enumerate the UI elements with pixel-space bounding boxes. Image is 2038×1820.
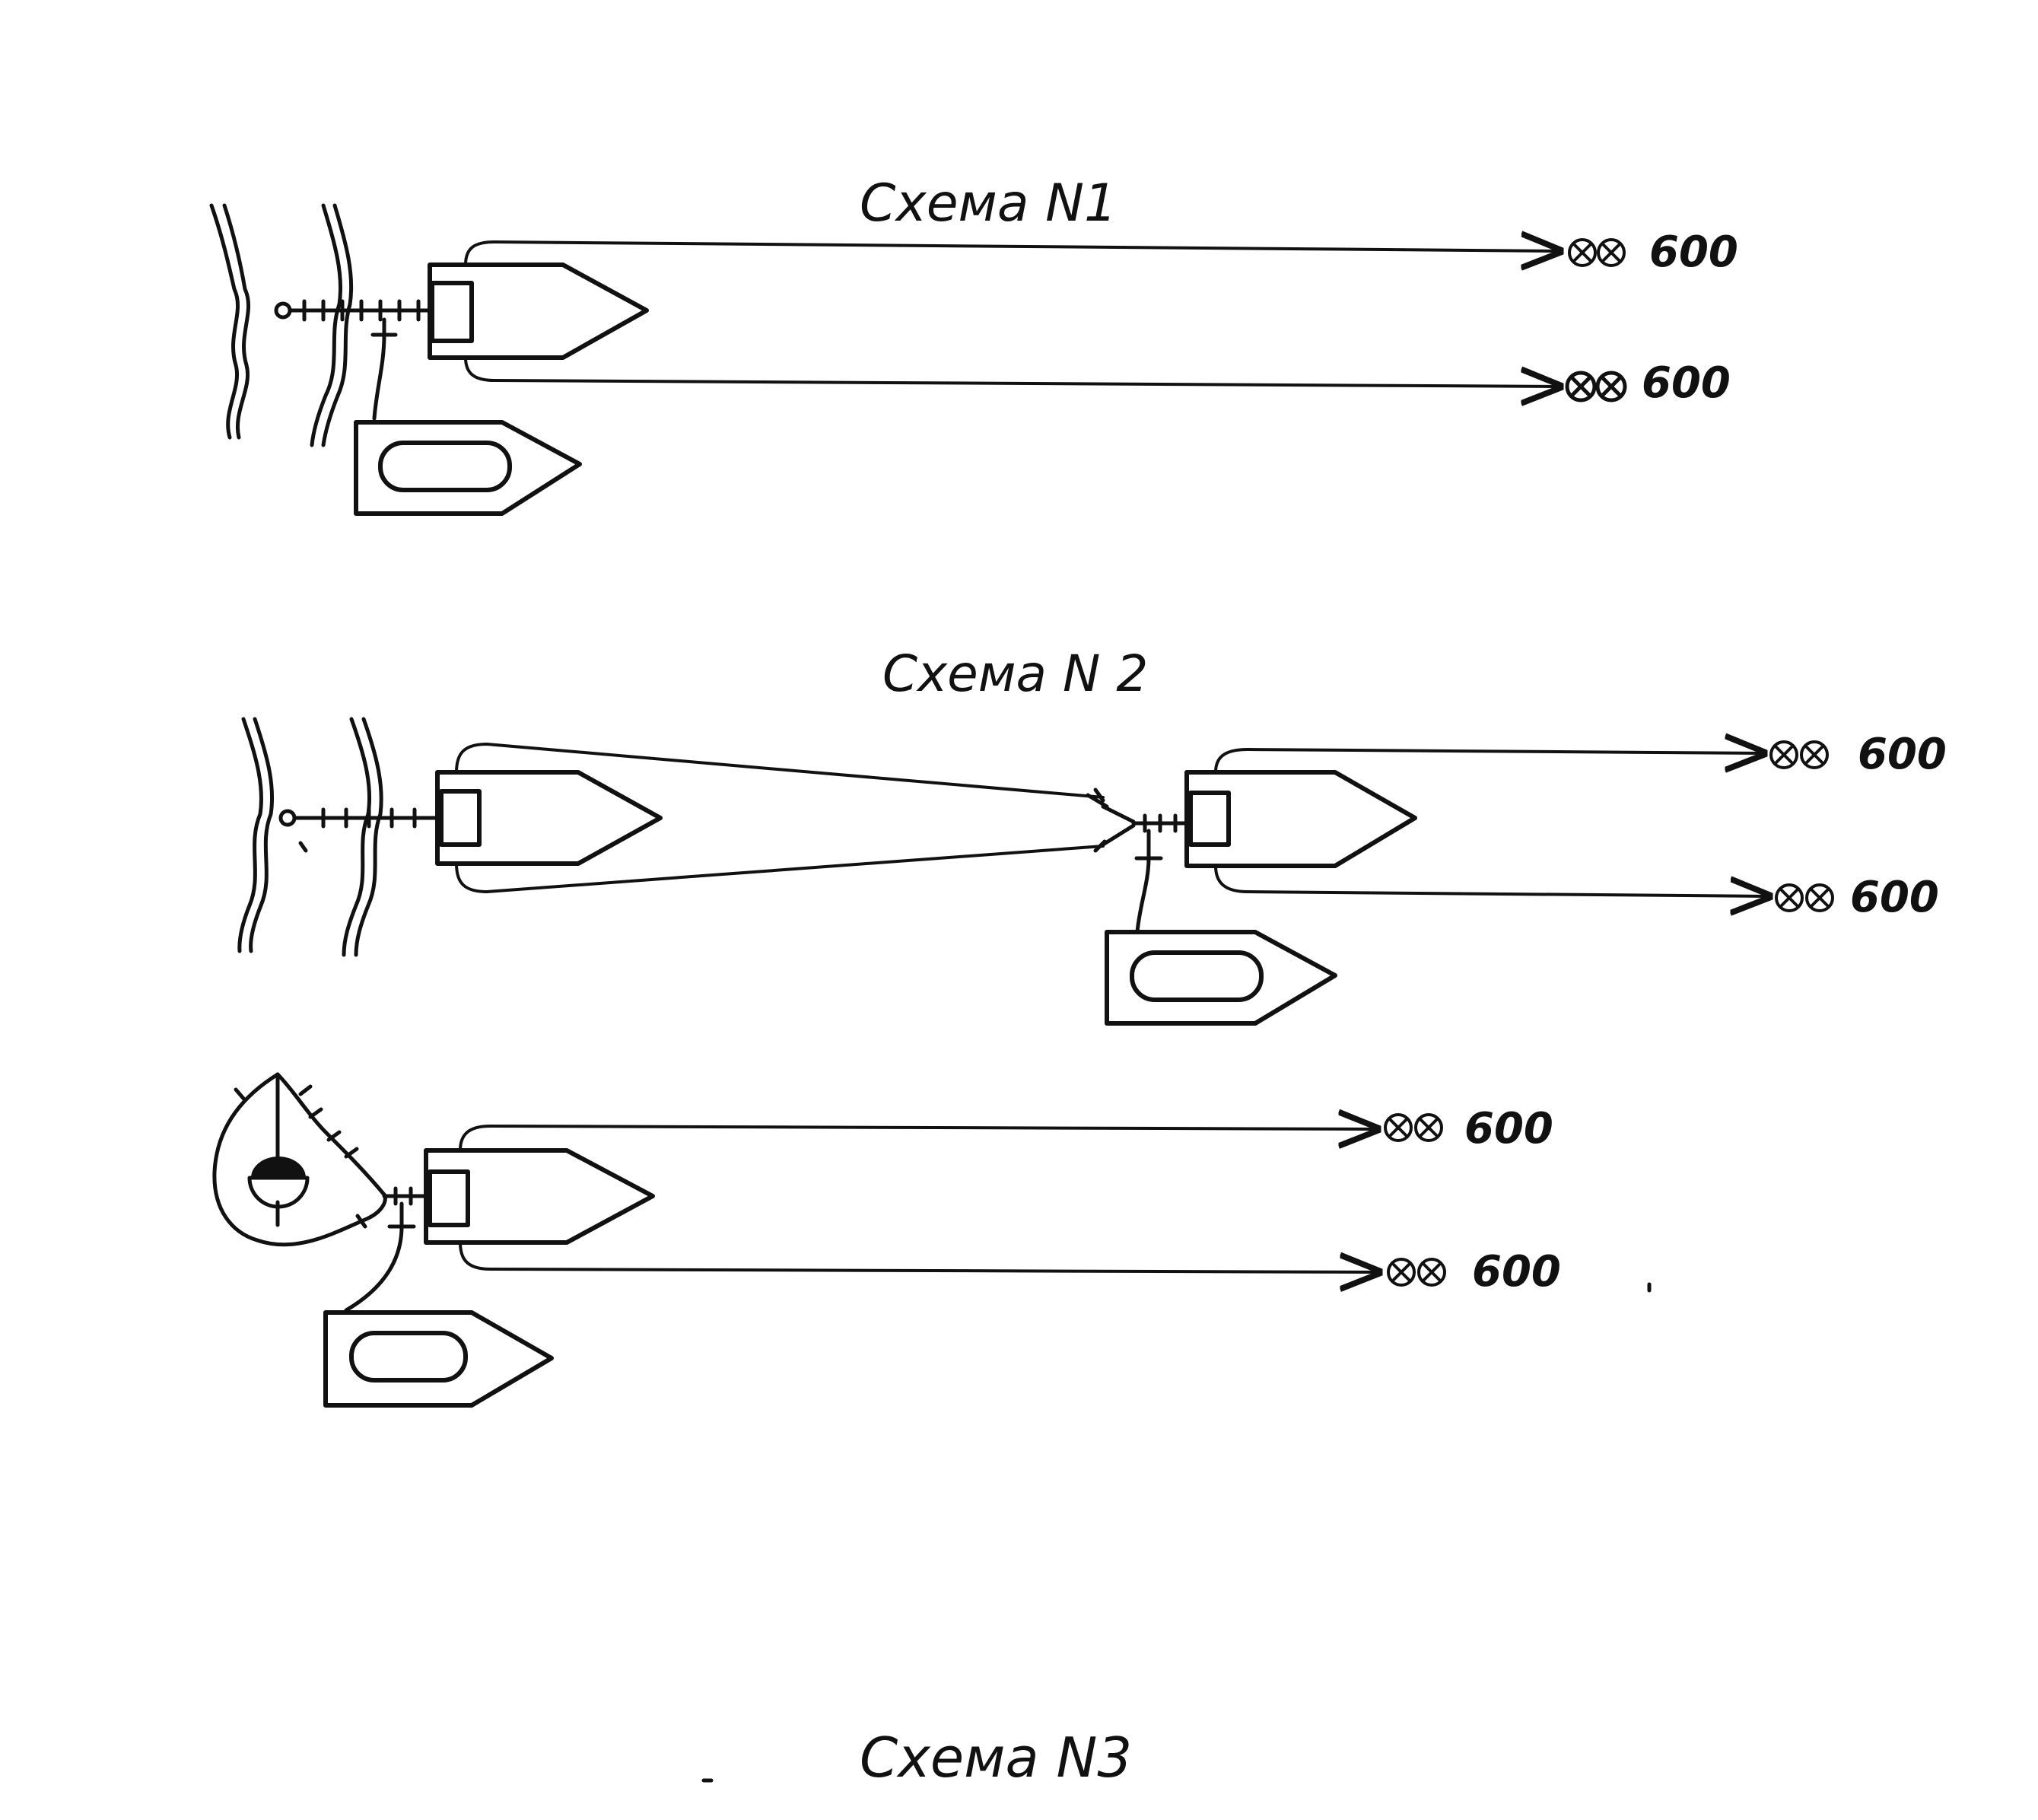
- scheme-3: 600 600 Схема N3: [212, 1072, 1652, 1790]
- scheme-2: Схема N 2: [237, 644, 1947, 1026]
- scheme-1-range-line-top: [464, 242, 1559, 265]
- scheme-2-title: Схема N 2: [882, 644, 1148, 703]
- scheme-3-range-line-top: [459, 1126, 1377, 1152]
- scheme-2-relay-line-top: [455, 743, 1105, 799]
- scheme-1-small-boat: [354, 420, 582, 516]
- scheme-2-target-lights-top: [1769, 740, 1829, 769]
- scheme-2-target-lights-bottom: [1775, 883, 1834, 912]
- scheme-1-range-top: 600: [1649, 228, 1738, 277]
- scheme-2-range-line-top: [1214, 749, 1763, 774]
- scheme-3-title: Схема N3: [860, 1726, 1132, 1790]
- scheme-3-target-lights-bottom: [1387, 1258, 1446, 1287]
- scheme-1-title: Схема N1: [860, 173, 1117, 234]
- scheme-2-range-top: 600: [1858, 730, 1947, 779]
- scheme-3-float-icon: [247, 1157, 310, 1209]
- scheme-2-junction: [1086, 788, 1189, 934]
- scheme-2-second-vessel: [1184, 770, 1417, 868]
- scheme-3-range-top: 600: [1464, 1104, 1553, 1153]
- scheme-1-target-lights-bottom: [1565, 371, 1627, 402]
- scheme-3-range-bottom: 600: [1472, 1247, 1561, 1297]
- scheme-1-main-vessel: [428, 262, 649, 360]
- scheme-3-range-line-bottom: [459, 1241, 1378, 1272]
- scheme-1-river-banks: [209, 203, 354, 447]
- scheme-3-main-vessel: [424, 1148, 655, 1245]
- scheme-2-first-vessel: [435, 770, 663, 866]
- scheme-1-target-lights-top: [1568, 238, 1626, 267]
- scheme-1-cable-anchor: [274, 299, 432, 421]
- scheme-2-range-line-bottom: [1214, 864, 1769, 896]
- scheme-2-small-boat: [1105, 930, 1337, 1026]
- scheme-1: Схема N1: [209, 173, 1738, 516]
- scheme-3-loop: [212, 1072, 387, 1247]
- scheme-2-relay-line-bottom: [455, 845, 1105, 893]
- scheme-2-cable-anchor: [278, 807, 440, 853]
- scheme-3-cable-anchor: [344, 1186, 428, 1312]
- scheme-3-small-boat: [323, 1310, 554, 1408]
- scheme-1-range-line-bottom: [464, 356, 1559, 387]
- scheme-2-river-banks: [237, 717, 383, 957]
- scheme-2-range-bottom: 600: [1850, 873, 1939, 922]
- scheme-3-target-lights-top: [1384, 1113, 1443, 1142]
- scheme-1-range-bottom: 600: [1642, 358, 1731, 408]
